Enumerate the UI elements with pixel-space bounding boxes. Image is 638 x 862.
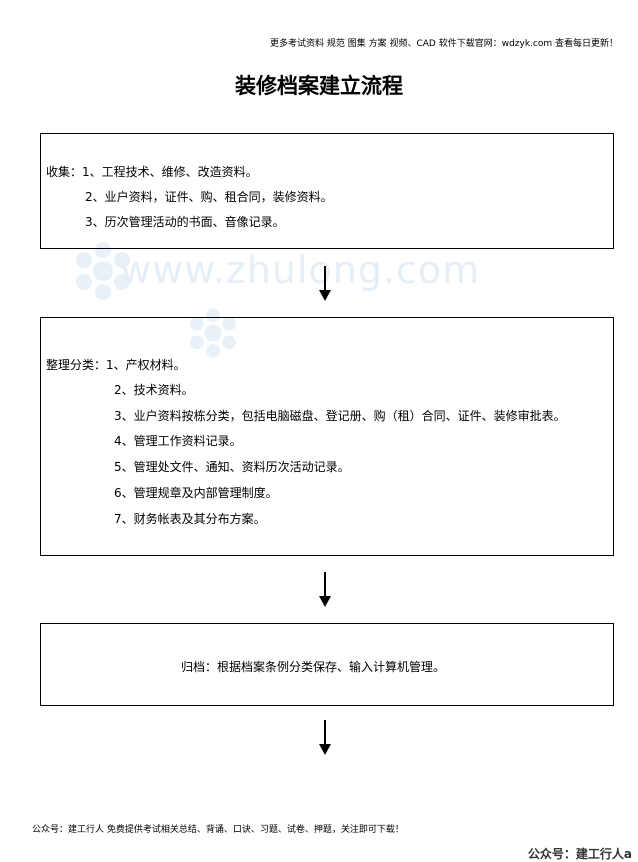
watermark-text: www.zhulong.com: [120, 248, 481, 292]
down-arrow-icon: [319, 266, 331, 301]
footer-note: 公众号：建工行人 免费提供考试相关总结、背诵、口诀、习题、试卷、押题，关注即可下…: [32, 825, 404, 835]
footer-brand: 公众号：建工行人a: [527, 847, 632, 861]
page-title: 装修档案建立流程: [235, 74, 403, 98]
collect-line-2: 2、业户资料，证件、购、租合同，装修资料。: [85, 190, 333, 204]
classify-box: 整理分类：1、产权材料。 2、技术资料。 3、业户资料按栋分类，包括电脑磁盘、登…: [40, 317, 614, 556]
classify-line-4: 4、管理工作资料记录。: [114, 434, 242, 448]
archive-box: 归档：根据档案条例分类保存、输入计算机管理。: [40, 623, 614, 706]
snowflake-logo-icon: [190, 308, 236, 358]
down-arrow-icon: [319, 720, 331, 755]
archive-line: 归档：根据档案条例分类保存、输入计算机管理。: [181, 660, 446, 674]
snowflake-logo-icon: [76, 242, 130, 300]
classify-line-7: 7、财务帐表及其分布方案。: [114, 512, 266, 526]
collect-box: 收集：1、工程技术、维修、改造资料。 2、业户资料，证件、购、租合同，装修资料。…: [40, 133, 614, 249]
classify-line-5: 5、管理处文件、通知、资料历次活动记录。: [114, 460, 350, 474]
classify-line-3: 3、业户资料按栋分类，包括电脑磁盘、登记册、购（租）合同、证件、装修审批表。: [114, 409, 566, 423]
collect-line-1: 收集：1、工程技术、维修、改造资料。: [46, 165, 258, 179]
header-note: 更多考试资料 规范 图集 方案 视频、CAD 软件下载官网：wdzyk.com …: [270, 39, 618, 49]
down-arrow-icon: [319, 572, 331, 607]
classify-line-1: 整理分类：1、产权材料。: [46, 358, 186, 372]
collect-line-3: 3、历次管理活动的书面、音像记录。: [85, 215, 285, 229]
classify-line-2: 2、技术资料。: [114, 383, 194, 397]
classify-line-6: 6、管理规章及内部管理制度。: [114, 486, 278, 500]
